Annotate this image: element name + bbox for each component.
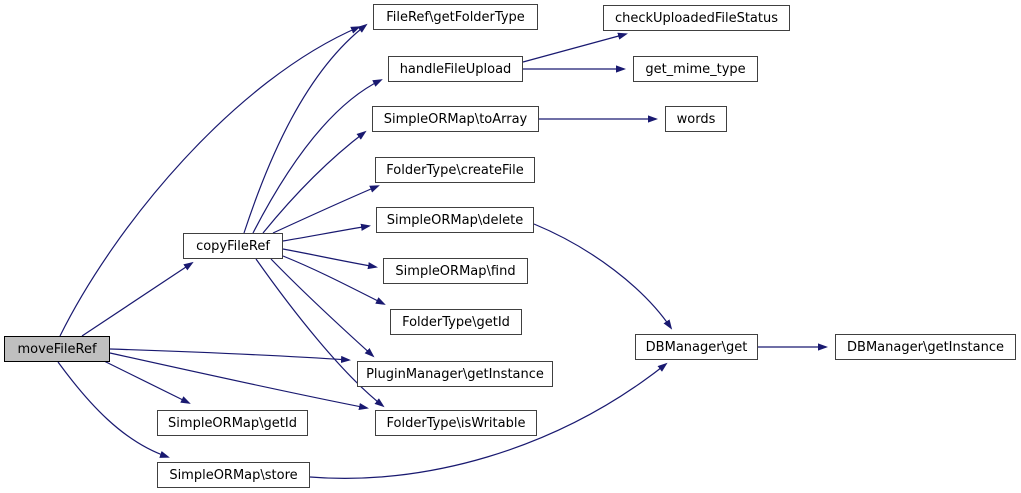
edge-delete-to-dbGet bbox=[533, 223, 673, 330]
node-handleFileUpload[interactable]: handleFileUpload bbox=[388, 56, 523, 82]
edge-moveFileRef-to-sormGetId bbox=[103, 360, 191, 404]
node-dbGet[interactable]: DBManager\get bbox=[635, 334, 758, 360]
node-sormGetId[interactable]: SimpleORMap\getId bbox=[157, 410, 308, 436]
node-dbGetInstance[interactable]: DBManager\getInstance bbox=[835, 334, 1016, 360]
node-words[interactable]: words bbox=[665, 106, 727, 132]
edge-copyFileRef-to-createFile bbox=[272, 185, 380, 234]
edge-moveFileRef-to-isWritable bbox=[109, 352, 369, 411]
edge-copyFileRef-to-pluginGetInstance bbox=[270, 258, 375, 358]
edge-copyFileRef-to-getFolderType bbox=[243, 23, 368, 234]
edge-moveFileRef-to-store bbox=[57, 361, 170, 458]
edge-copyFileRef-to-handleFileUpload bbox=[252, 79, 383, 234]
node-find[interactable]: SimpleORMap\find bbox=[383, 258, 528, 284]
edge-moveFileRef-to-copyFileRef bbox=[81, 261, 194, 337]
edge-copyFileRef-to-isWritable bbox=[255, 258, 385, 408]
edge-copyFileRef-to-find bbox=[282, 248, 378, 270]
node-isWritable[interactable]: FolderType\isWritable bbox=[375, 410, 537, 436]
node-get_mime_type[interactable]: get_mime_type bbox=[633, 56, 758, 82]
node-toArray[interactable]: SimpleORMap\toArray bbox=[372, 106, 539, 132]
edge-moveFileRef-to-getFolderType bbox=[59, 26, 361, 337]
edge-store-to-dbGet bbox=[309, 362, 668, 479]
node-copyFileRef[interactable]: copyFileRef bbox=[183, 233, 283, 259]
node-getFolderType[interactable]: FileRef\getFolderType bbox=[373, 4, 538, 30]
node-createFile[interactable]: FolderType\createFile bbox=[375, 157, 535, 183]
edge-moveFileRef-to-pluginGetInstance bbox=[109, 348, 351, 364]
node-folderGetId[interactable]: FolderType\getId bbox=[390, 309, 522, 335]
node-pluginGetInstance[interactable]: PluginManager\getInstance bbox=[357, 361, 553, 387]
node-store[interactable]: SimpleORMap\store bbox=[157, 462, 310, 488]
node-checkUploadedFileStatus[interactable]: checkUploadedFileStatus bbox=[603, 5, 790, 31]
edge-copyFileRef-to-folderGetId bbox=[282, 255, 386, 305]
edge-handleFileUpload-to-checkUploadedFileStatus bbox=[522, 32, 628, 63]
edge-copyFileRef-to-delete bbox=[282, 223, 371, 242]
edge-copyFileRef-to-toArray bbox=[262, 130, 367, 234]
node-moveFileRef: moveFileRef bbox=[4, 336, 110, 362]
node-delete[interactable]: SimpleORMap\delete bbox=[376, 207, 534, 233]
